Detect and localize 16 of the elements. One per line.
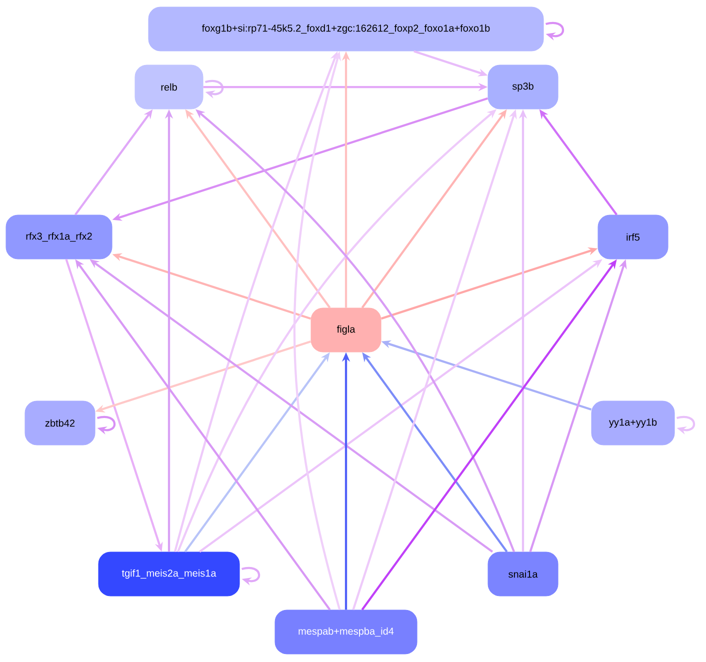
arrow xyxy=(242,567,260,586)
arrow xyxy=(676,416,695,434)
gene-node: zbtb42 xyxy=(24,400,96,446)
gene-node: rfx3_rfx1a_rfx2 xyxy=(6,214,112,260)
gene-node: relb xyxy=(134,64,204,110)
gene-node: figla xyxy=(310,308,382,352)
arrow xyxy=(205,80,224,98)
gene-node: sp3b xyxy=(488,64,558,110)
gene-node: snai1a xyxy=(488,552,558,596)
gene-node: yy1a+yy1b xyxy=(591,400,675,446)
gene-node: tgif1_meis2a_meis1a xyxy=(98,552,240,596)
arrow xyxy=(97,416,116,434)
gene-node: foxg1b+si:rp71-45k5.2_foxd1+zgc:162612_foxp2_foxo1a+foxo1b xyxy=(148,6,544,52)
gene-node: mespab+mespba_id4 xyxy=(274,610,418,654)
arrow xyxy=(546,22,564,40)
gene-node: irf5 xyxy=(598,214,668,260)
